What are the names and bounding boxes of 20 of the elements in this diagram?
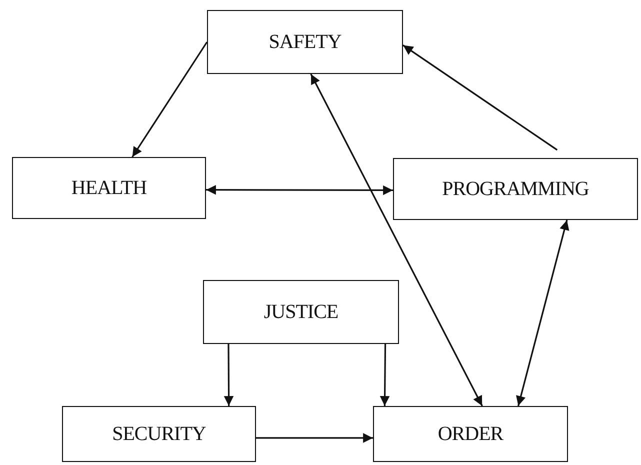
arrow [402,44,558,151]
arrow [310,74,483,406]
arrow [132,42,208,158]
box-label: JUSTICE [264,300,338,324]
process-box [203,280,399,344]
box-label: ORDER [438,422,504,446]
box-label: SAFETY [268,30,342,54]
arrow [380,344,390,406]
box-label: SECURITY [112,422,206,446]
arrow [516,220,570,406]
process-box [62,406,256,462]
process-box [393,158,638,220]
arrow [256,433,373,443]
process-box [12,157,206,219]
box-label: HEALTH [71,176,147,200]
box-label: PROGRAMMING [442,178,589,200]
process-box [373,406,568,462]
arrow [224,344,234,406]
arrow [206,184,393,196]
process-box [207,10,403,74]
